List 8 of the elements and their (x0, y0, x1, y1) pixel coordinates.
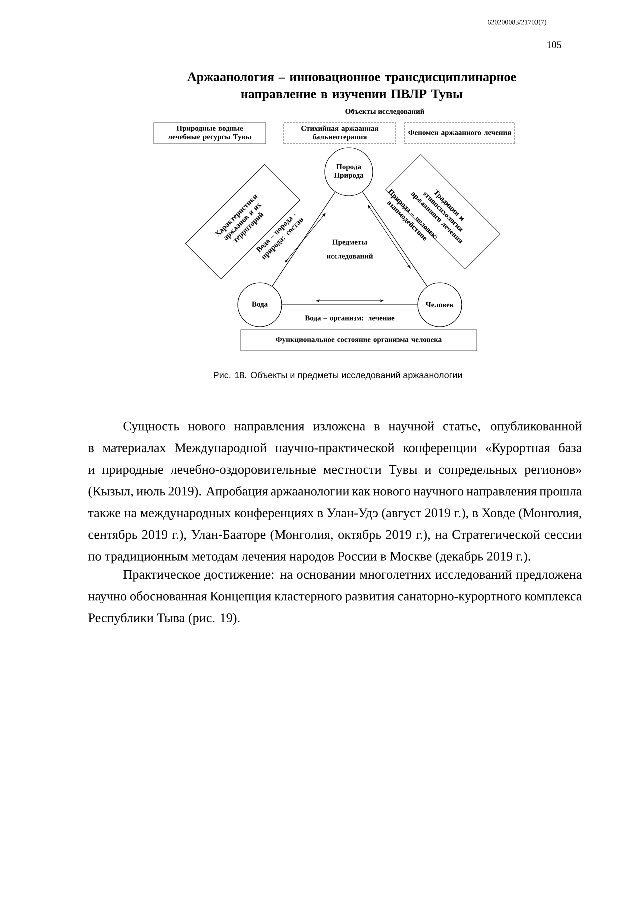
paragraph: Сущность нового направления изложена в научной статье, опубликованной в материалах Международной научно-практической конференции «Курортная база и природные лечебно-оздоровительные местности Тувы и сопредельных регионов» (Кызыл, июль 2019). Апробация аржаанологии как нового научного направления прошла также на международных конференциях в Улан-Удэ (август 2019 г.), в Ховде (Монголия, сентябрь 2019 г.), Улан-Бааторе (Монголия, октябрь 2019 г.), на Стратегической сессии по традиционным методам лечения народов России в Москве (декабрь 2019 г.). (88, 421, 582, 564)
connector-line (362, 192, 428, 287)
title: Аржаанология – инновационное трансдисциплинарное направление в изучении ПВЛР Тувы (188, 72, 516, 102)
page-number: 105 (548, 42, 562, 48)
connector-line (282, 304, 418, 306)
figure-caption: Рис. 18. Объекты и предметы исследований аржаанологии (214, 372, 462, 380)
paragraph: Практическое достижение: на основании многолетних исследований предложена научно обоснованная Концепция кластерного развития санаторно-курортного комплекса Республики Тыва (рис. 19). (88, 570, 582, 626)
connector-line (272, 192, 336, 287)
